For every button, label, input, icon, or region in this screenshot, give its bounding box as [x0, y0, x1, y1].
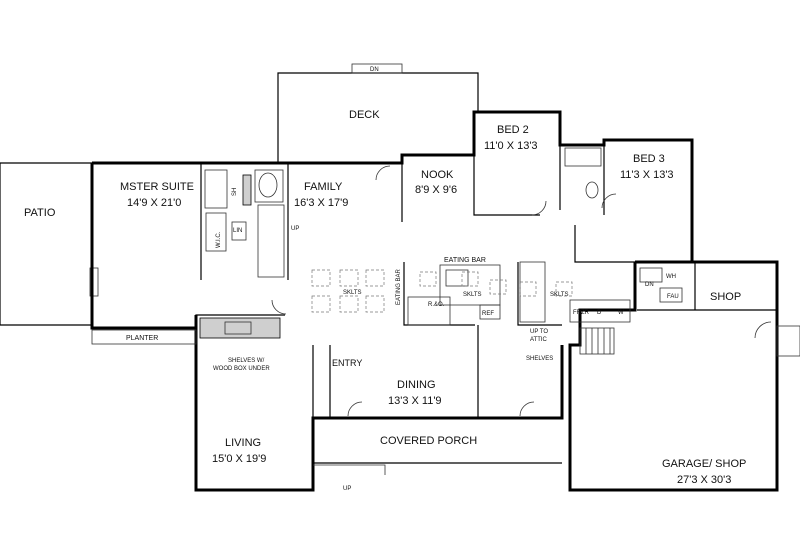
- entry-label: ENTRY: [332, 358, 362, 368]
- walk-in-closet-label: W.I.C.: [216, 231, 222, 248]
- skylights-label-3: SKLTS: [550, 292, 569, 298]
- shower-label: SH: [232, 188, 238, 196]
- skylights-label-1: SKLTS: [343, 290, 362, 296]
- patio-label: PATIO: [24, 207, 56, 219]
- living-size: 15'0 X 19'9: [212, 453, 266, 465]
- shelves-wood-label-1: SHELVES W/: [228, 358, 265, 364]
- dining-label: DINING: [397, 379, 436, 391]
- shop-label: SHOP: [710, 291, 741, 303]
- up-family-label: UP: [291, 226, 299, 232]
- master-suite-label: MSTER SUITE: [120, 181, 194, 193]
- family-size: 16'3 X 17'9: [294, 197, 348, 209]
- dining-size: 13'3 X 11'9: [388, 395, 442, 407]
- covered-porch-label: COVERED PORCH: [380, 435, 477, 447]
- kitchen-fixtures: [407, 261, 683, 326]
- eating-bar-side-label: EATING BAR: [396, 268, 402, 305]
- planter-label: PLANTER: [126, 335, 158, 342]
- dn-garage-label: DN: [645, 282, 654, 288]
- nook-label: NOOK: [421, 169, 454, 181]
- planter: [91, 329, 197, 345]
- eating-bar-top-label: EATING BAR: [444, 257, 486, 264]
- frzr-label: FRZR: [573, 310, 590, 316]
- shelves-label: SHELVES: [526, 356, 553, 362]
- living-label: LIVING: [225, 437, 261, 449]
- dryer-label: D: [597, 310, 602, 316]
- bath-fixtures: [204, 147, 602, 278]
- shelves-wood-label-2: WOOD BOX UNDER: [213, 366, 270, 372]
- garage-walls: [568, 260, 800, 492]
- bed2-label: BED 2: [497, 124, 529, 136]
- up-to-attic-label-2: ATTIC: [530, 337, 548, 343]
- nook-size: 8'9 X 9'6: [415, 184, 457, 196]
- fau-label: FAU: [667, 294, 679, 300]
- attic-stairs: [579, 327, 615, 355]
- master-suite-size: 14'9 X 21'0: [127, 197, 181, 209]
- up-porch-label: UP: [343, 486, 351, 492]
- bed2-size: 11'0 X 13'3: [484, 140, 538, 152]
- deck-area: [277, 63, 479, 164]
- range-oven-label: R.&O.: [428, 302, 445, 308]
- porch: [313, 462, 562, 475]
- up-to-attic-label-1: UP TO: [530, 329, 548, 335]
- patio-area: [0, 162, 99, 326]
- family-label: FAMILY: [304, 181, 343, 193]
- refrigerator-label: REF: [482, 311, 494, 317]
- bed3-size: 11'3 X 13'3: [620, 169, 674, 181]
- exterior-walls: [90, 110, 694, 492]
- deck-dn-label: DN: [370, 67, 379, 73]
- interior-walls: [195, 145, 692, 418]
- skylights-label-2: SKLTS: [463, 292, 482, 298]
- fireplace: [199, 317, 281, 339]
- deck-label: DECK: [349, 109, 380, 121]
- door-swings: [271, 165, 617, 417]
- garage-size: 27'3 X 30'3: [677, 474, 731, 486]
- washer-label: W: [618, 310, 624, 316]
- bed3-label: BED 3: [633, 153, 665, 165]
- garage-label: GARAGE/ SHOP: [662, 458, 746, 470]
- skylights: [311, 269, 573, 313]
- wh-label: WH: [666, 274, 676, 280]
- linen-label: LIN: [233, 228, 242, 234]
